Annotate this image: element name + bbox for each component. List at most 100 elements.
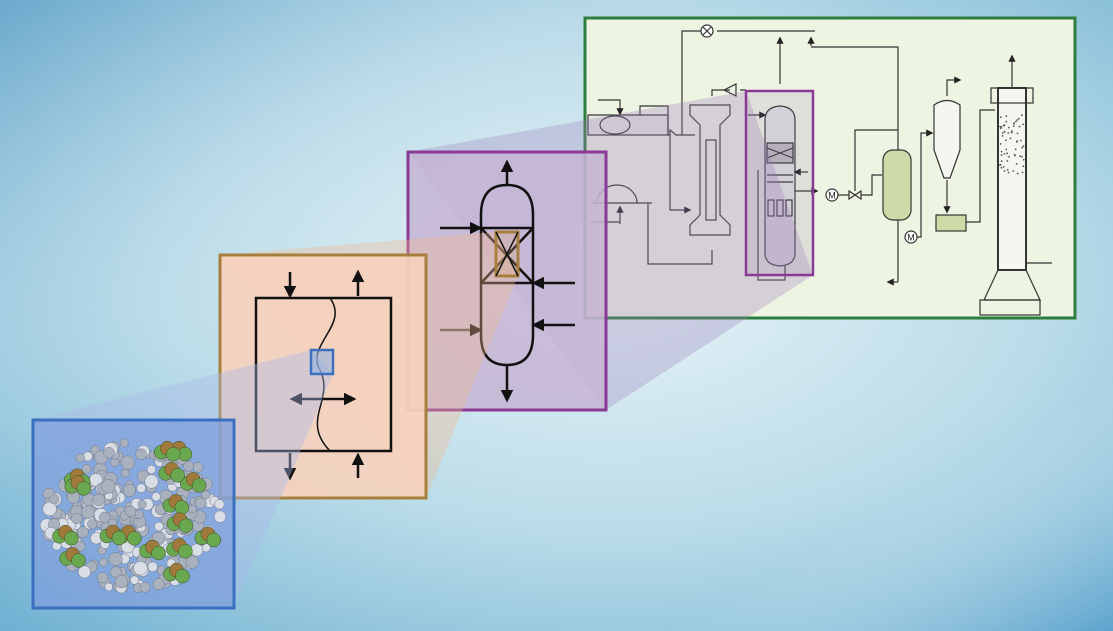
atom xyxy=(192,462,204,473)
atom xyxy=(81,464,92,474)
atom xyxy=(76,526,89,538)
atom xyxy=(87,519,98,530)
molecular-cluster xyxy=(39,438,227,594)
separator-vessel xyxy=(882,149,912,221)
atom xyxy=(183,460,194,472)
atom xyxy=(99,511,111,524)
bed-particle xyxy=(1006,152,1008,155)
guest-molecule-atom xyxy=(166,446,181,462)
guest-molecule-atom xyxy=(71,553,86,568)
feeder xyxy=(935,214,967,232)
particle-panel xyxy=(218,253,428,500)
bed-particle xyxy=(1003,130,1006,133)
plant-flowsheet xyxy=(587,24,1052,316)
atom xyxy=(185,555,199,569)
pore-highlight xyxy=(309,348,335,376)
bed-particle xyxy=(1003,153,1006,155)
bed-particle xyxy=(1021,146,1024,149)
bed-particle xyxy=(1016,140,1018,143)
bed-particle xyxy=(1000,126,1003,128)
motor-2-label: M xyxy=(907,233,915,243)
guest-molecule-atom xyxy=(175,568,190,584)
bed-particle xyxy=(1014,148,1017,151)
bed-particle xyxy=(1022,145,1025,148)
bed-particle xyxy=(1007,126,1010,129)
cyclone xyxy=(933,99,961,179)
bed-particle xyxy=(1015,163,1018,165)
bed-particle xyxy=(1000,116,1002,118)
atom xyxy=(195,497,207,509)
guest-molecule-atom xyxy=(64,531,79,546)
bed-particle xyxy=(1019,155,1021,158)
reactor-vessel xyxy=(479,183,535,367)
atom xyxy=(136,483,146,493)
bed-particle xyxy=(1006,169,1009,171)
bed-particle xyxy=(1003,124,1006,127)
bed-particle xyxy=(1001,132,1004,134)
atom xyxy=(119,438,129,448)
atom xyxy=(124,505,137,518)
atom xyxy=(74,540,86,552)
guest-molecule-atom xyxy=(127,531,142,546)
atom xyxy=(101,479,116,494)
atom xyxy=(133,560,148,576)
bed-particle xyxy=(1014,154,1016,157)
atom xyxy=(104,582,114,592)
bed-particle xyxy=(1016,119,1019,121)
bed-particle xyxy=(1002,166,1005,168)
scrubber-column xyxy=(689,104,731,236)
guest-molecule-atom xyxy=(151,545,166,561)
bed-particle xyxy=(1013,123,1015,125)
atom xyxy=(151,492,161,502)
atom xyxy=(188,504,197,514)
bed-particle xyxy=(1000,150,1003,153)
atom xyxy=(114,574,129,589)
reactor-highlight xyxy=(744,89,815,277)
bed-particle xyxy=(1016,172,1019,175)
bed-particle xyxy=(1005,120,1008,123)
atom xyxy=(146,464,156,475)
bed-particle xyxy=(1016,132,1019,135)
bed-particle xyxy=(1009,137,1012,140)
bed-particle xyxy=(1007,132,1010,134)
guest-molecule-atom xyxy=(191,478,207,493)
atom xyxy=(214,499,225,510)
guest-molecule-atom xyxy=(178,544,193,559)
bed-particle xyxy=(1018,125,1021,128)
process-plant-panel: M M xyxy=(583,16,1077,320)
atom xyxy=(42,501,57,517)
bed-particle xyxy=(1000,166,1003,169)
atom xyxy=(122,483,137,498)
bed-particle xyxy=(999,143,1002,145)
bed-particle xyxy=(1008,155,1010,158)
atom xyxy=(75,453,85,463)
reactor-column xyxy=(748,105,819,281)
bed-particle xyxy=(1011,130,1013,133)
pellet-boundary xyxy=(254,296,393,453)
atom xyxy=(78,565,91,579)
bed-particle xyxy=(1021,114,1023,116)
guest-molecule-atom xyxy=(206,532,222,548)
atom xyxy=(82,451,93,462)
bed-particle xyxy=(1005,139,1007,142)
atom xyxy=(134,509,144,519)
guest-molecule-atom xyxy=(170,468,185,483)
bed-particle xyxy=(1010,131,1013,134)
bed-particle xyxy=(1020,139,1022,142)
atom xyxy=(135,448,147,461)
bed-particle xyxy=(1022,123,1025,126)
bed-particle xyxy=(1021,155,1023,158)
atom xyxy=(137,499,147,509)
atom xyxy=(81,505,95,519)
bed-particle xyxy=(1012,125,1015,127)
guest-molecule-atom xyxy=(111,530,127,546)
bed-particle xyxy=(1015,120,1017,123)
atom xyxy=(49,494,60,505)
bed-particle xyxy=(1021,171,1024,174)
motor-1-label: M xyxy=(828,191,836,201)
atom xyxy=(139,581,151,593)
bed-particle xyxy=(1007,171,1010,174)
bed-particles xyxy=(999,114,1025,175)
atom xyxy=(147,561,158,572)
